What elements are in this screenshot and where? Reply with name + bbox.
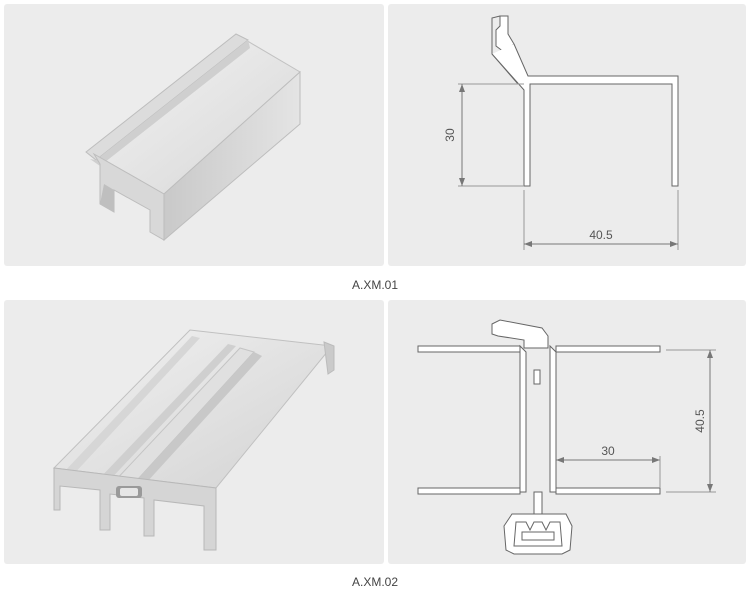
dimension-width-label: 40.5 (589, 228, 613, 242)
profile-drawing-2: 30 40.5 (388, 300, 746, 564)
profile-drawing-1: 30 40.5 (388, 4, 746, 266)
dimension-width-label: 30 (601, 444, 615, 458)
product-photo-1 (4, 4, 384, 266)
dimension-height-label: 40.5 (693, 409, 707, 433)
product-caption-1: A.XM.01 (351, 278, 399, 292)
product-photo-2 (4, 300, 384, 564)
product-caption-2: A.XM.02 (351, 575, 399, 589)
dimension-height-label: 30 (443, 128, 457, 142)
